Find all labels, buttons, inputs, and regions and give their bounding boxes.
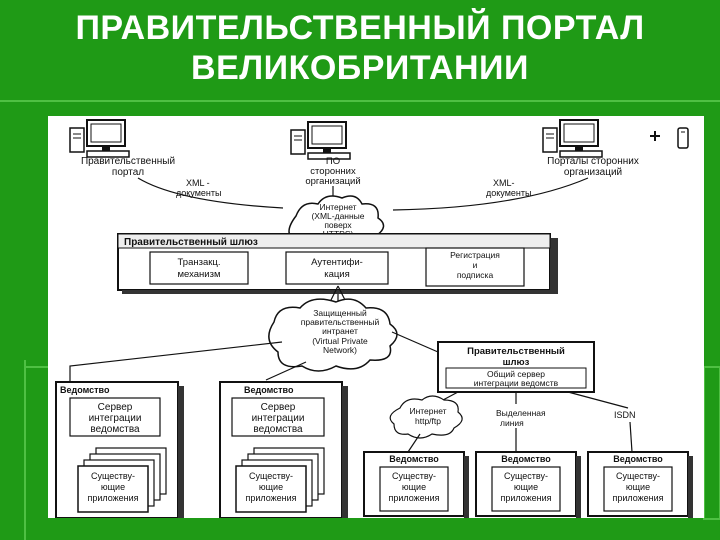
computer-icon (290, 121, 351, 160)
decor-box-right (703, 366, 720, 520)
cloud-label: Защищенный (313, 308, 367, 318)
architecture-diagram: Правительственный портал ПО сторонних ор… (48, 116, 704, 518)
department-box: Ведомство Существу- ющие приложения (475, 451, 581, 518)
decor-line-vertical (24, 360, 26, 540)
xml-label: документы (486, 188, 531, 198)
intranet-cloud (268, 298, 398, 372)
module-label: кация (324, 269, 350, 280)
app-label: приложения (245, 493, 296, 503)
server-label: ведомства (90, 424, 140, 435)
connector-line (567, 391, 629, 409)
department-box: Ведомство Существу- ющие приложения (363, 451, 469, 518)
gateway2-title: шлюз (503, 357, 530, 368)
department-title: Ведомство (613, 454, 663, 464)
top-node-label: организаций (305, 176, 360, 187)
connector-line (629, 421, 633, 453)
app-label: Существу- (504, 471, 548, 481)
app-label: приложения (87, 493, 138, 503)
title-line-1: ПРАВИТЕЛЬСТВЕННЫЙ ПОРТАЛ (75, 9, 645, 47)
module-label: и (473, 260, 478, 270)
server-label: Сервер (98, 402, 133, 413)
app-label: приложения (500, 493, 551, 503)
link-label: Выделенная (496, 408, 546, 418)
connector-line (391, 331, 439, 353)
module-box (285, 251, 389, 285)
top-node-label: Порталы сторонних (547, 156, 639, 167)
gateway2-server-label: интеграции ведомств (474, 378, 559, 388)
app-label: Существу- (91, 471, 135, 481)
computer-icon (69, 119, 130, 158)
top-node-label: сторонних (310, 166, 356, 177)
module-box (149, 251, 249, 285)
app-label: Существу- (249, 471, 293, 481)
connector-line (265, 361, 307, 381)
department-box: Ведомство Существу- ющие приложения (587, 451, 693, 518)
computer-icon (542, 119, 603, 158)
link-label: линия (500, 418, 524, 428)
top-node-label: портал (112, 167, 144, 178)
gateway2-title: Правительственный (467, 346, 565, 357)
gateway-title: Правительственный шлюз (124, 237, 258, 248)
link-label: Интернет (409, 406, 446, 416)
top-node-label: организаций (564, 167, 622, 178)
top-node-label: ПО (326, 156, 340, 167)
title-line-2: ВЕЛИКОБРИТАНИИ (191, 49, 529, 87)
module-label: механизм (178, 269, 221, 280)
cloud-label: правительственный (301, 317, 380, 327)
connector-line (392, 177, 589, 211)
cloud-label: поверх (324, 220, 352, 230)
xml-label: документы (176, 188, 221, 198)
plus-icon (650, 131, 660, 141)
cloud-label: интранет (322, 326, 358, 336)
module-label: Транзакц. (178, 257, 221, 268)
cloud-label: Network) (323, 345, 357, 355)
app-label: приложения (388, 493, 439, 503)
cloud-label: (XML-данные (311, 211, 364, 221)
internet-link-cloud (389, 395, 463, 439)
module-label: подписка (457, 270, 494, 280)
app-label: Существу- (616, 471, 660, 481)
connector-line (69, 341, 283, 382)
cloud-label: Интернет (319, 202, 356, 212)
server-label: ведомства (253, 424, 303, 435)
app-label: ющие (101, 482, 125, 492)
department-box: Ведомство Сервер интеграции ведомства Су… (55, 381, 184, 518)
gateway2-server-label: Общий сервер (487, 369, 545, 379)
app-label: приложения (612, 493, 663, 503)
department-title: Ведомство (60, 385, 110, 395)
gateway-header (117, 233, 551, 249)
department-title: Ведомство (501, 454, 551, 464)
department-title: Ведомство (389, 454, 439, 464)
slide-title: ПРАВИТЕЛЬСТВЕННЫЙ ПОРТАЛ ВЕЛИКОБРИТАНИИ (0, 8, 720, 88)
server-label: Сервер (261, 402, 296, 413)
phone-icon (677, 127, 689, 149)
server-label: интеграции (89, 413, 142, 424)
decor-line-top (0, 100, 720, 102)
department-box: Ведомство Сервер интеграции ведомства Су… (219, 381, 348, 518)
app-label: ющие (514, 482, 538, 492)
module-label: Регистрация (450, 250, 500, 260)
connector-line (407, 433, 421, 453)
link-label: http/ftp (415, 416, 441, 426)
cloud-label: (Virtual Private (312, 336, 368, 346)
connector-line (137, 177, 284, 209)
module-box (425, 247, 525, 287)
app-label: ющие (626, 482, 650, 492)
app-label: ющие (402, 482, 426, 492)
server-label: интеграции (252, 413, 305, 424)
department-title: Ведомство (244, 385, 294, 395)
gateway2-server-box (445, 367, 587, 389)
box-shadow (550, 238, 558, 294)
top-node-label: Правительственный (81, 156, 175, 167)
link-label: ISDN (614, 410, 636, 420)
xml-label: XML - (186, 178, 210, 188)
module-label: Аутентифи- (311, 257, 363, 268)
app-label: ющие (259, 482, 283, 492)
decor-line-horizontal (24, 366, 64, 368)
box-shadow (122, 290, 558, 294)
xml-label: XML- (493, 178, 515, 188)
app-label: Существу- (392, 471, 436, 481)
